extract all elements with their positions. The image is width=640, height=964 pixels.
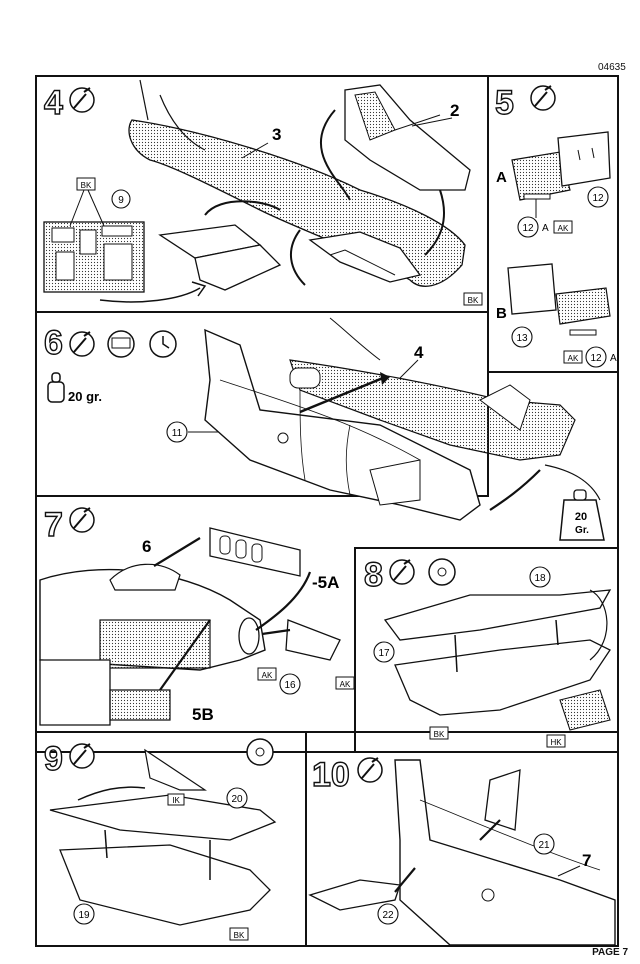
glue-icon — [69, 743, 95, 769]
sprue-mark-hk: HK — [550, 738, 562, 747]
callout-6: 6 — [142, 537, 151, 556]
sprue-mark-ik: IK — [172, 796, 180, 805]
sprue-mark-bk: BK — [434, 730, 445, 739]
glue-icon — [69, 331, 95, 357]
step-10: 10 7 21 22 — [308, 755, 616, 946]
callout-21: 21 — [538, 840, 550, 851]
step-number: 6 — [44, 324, 63, 362]
callout-17: 17 — [378, 648, 390, 659]
callout-22: 22 — [382, 910, 394, 921]
sprue-mark-ak: AK — [568, 354, 579, 363]
glue-icon — [69, 87, 95, 113]
document-code: 04635 — [598, 62, 626, 73]
clamp-icon — [107, 330, 135, 358]
glue-icon — [69, 507, 95, 533]
weight-tag-value: 20 — [575, 511, 587, 523]
step-number: 7 — [44, 506, 63, 544]
callout-2: 2 — [450, 101, 459, 120]
step-7: 7 6 -5A 5B 16 AK AK — [39, 505, 355, 726]
sprue-mark-bk: BK — [468, 296, 479, 305]
step-9: 9 20 19 IK BK — [43, 738, 277, 941]
callout-12: 12 — [592, 193, 604, 204]
callout-11: 11 — [172, 428, 183, 439]
sprue-mark-ak: AK — [558, 224, 569, 233]
step-number: 10 — [312, 756, 350, 794]
callout-12: 12 — [590, 353, 602, 364]
part-suffix-a: A — [542, 223, 549, 234]
clock-icon — [149, 330, 177, 358]
step-number: 9 — [44, 740, 63, 778]
glue-icon — [530, 85, 556, 111]
callout-7: 7 — [582, 851, 591, 870]
callout-5b: 5B — [192, 705, 214, 724]
decal-icon — [428, 558, 456, 586]
step-6: 6 20 gr. 4 — [43, 317, 605, 541]
step-5: 5 A 12 12 A AK B 13 AK 12 A — [494, 83, 617, 368]
page-number: PAGE 7 — [592, 947, 628, 958]
decal-icon — [246, 738, 274, 766]
panel-step-8 — [354, 547, 619, 753]
view-label-b: B — [496, 305, 507, 322]
glue-icon — [389, 559, 415, 585]
callout-19: 19 — [78, 910, 90, 921]
step-number: 5 — [495, 84, 514, 122]
callout-16: 16 — [284, 680, 296, 691]
weight-label: 20 gr. — [68, 389, 102, 404]
part-suffix-a: A — [610, 353, 617, 364]
step-number: 8 — [364, 556, 383, 594]
step-4: 4 3 — [43, 79, 483, 306]
weight-tag-unit: Gr. — [575, 525, 589, 536]
callout-18: 18 — [534, 573, 546, 584]
sprue-mark-ak: AK — [340, 680, 351, 689]
callout-9: 9 — [118, 195, 124, 206]
step-number: 4 — [44, 84, 63, 122]
callout-12: 12 — [522, 223, 534, 234]
callout-13: 13 — [516, 333, 528, 344]
sprue-mark-bk: BK — [234, 931, 245, 940]
callout-20: 20 — [231, 794, 243, 805]
glue-icon — [357, 757, 383, 783]
weight-icon — [47, 372, 65, 403]
view-label-a: A — [496, 169, 507, 186]
sprue-mark-bk: BK — [81, 181, 92, 190]
panel-step-10 — [305, 731, 619, 947]
step-8: 8 18 17 BK HK — [363, 555, 612, 748]
callout-5a: -5A — [312, 573, 339, 592]
sprue-mark-ak: AK — [262, 671, 273, 680]
callout-4: 4 — [414, 343, 424, 362]
callout-3: 3 — [272, 125, 281, 144]
